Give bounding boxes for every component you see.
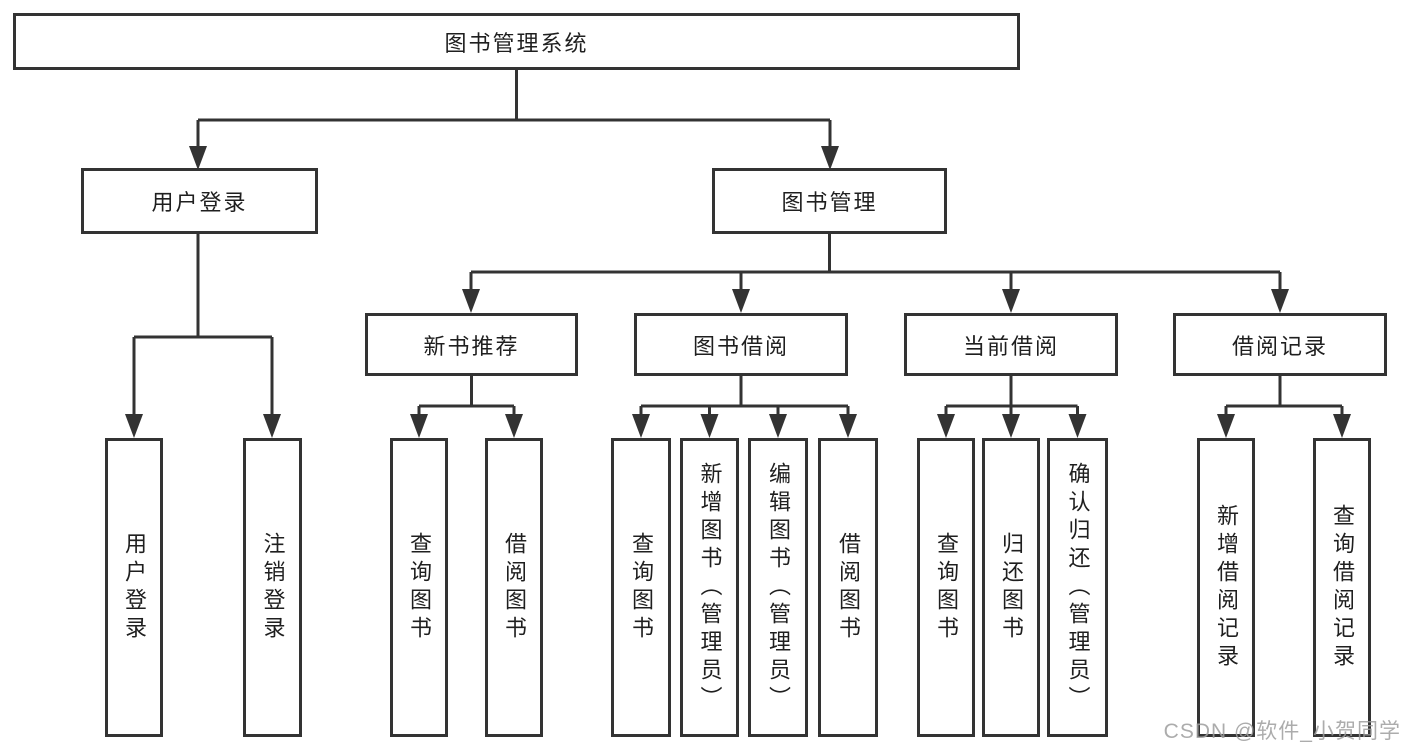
node-new-book-recommendation: 新书推荐 [365, 313, 578, 376]
leaf-label: 查询图书 [934, 531, 959, 644]
node-label: 用户登录 [151, 190, 248, 215]
leaf-label: 借阅图书 [502, 531, 527, 644]
leaf-user-login: 用户登录 [105, 438, 163, 737]
leaf-add-book-admin: 新增图书（管理员） [680, 438, 739, 737]
leaf-label: 归还图书 [999, 531, 1024, 644]
node-label: 新书推荐 [423, 333, 520, 359]
node-current-borrowing: 当前借阅 [904, 313, 1118, 376]
leaf-edit-book-admin: 编辑图书（管理员） [748, 438, 808, 737]
leaf-label: 查询图书 [629, 531, 654, 644]
leaf-label: 查询图书 [407, 531, 432, 644]
leaf-query-books-recommend: 查询图书 [390, 438, 448, 737]
leaf-query-books-current: 查询图书 [917, 438, 975, 737]
watermark-text: CSDN @软件_小贺同学 [1163, 720, 1401, 743]
leaf-query-books-borrowing: 查询图书 [611, 438, 671, 737]
node-book-management: 图书管理 [712, 168, 947, 234]
leaf-logout-login: 注销登录 [243, 438, 302, 737]
leaf-label: 新增图书（管理员） [697, 461, 723, 714]
leaf-label: 确认归还（管理员） [1065, 461, 1091, 714]
leaf-confirm-return-admin: 确认归还（管理员） [1047, 438, 1108, 737]
leaf-return-book: 归还图书 [982, 438, 1040, 737]
leaf-borrow-books-recommend: 借阅图书 [485, 438, 543, 737]
node-label: 借阅记录 [1231, 333, 1328, 359]
leaf-label: 编辑图书（管理员） [766, 461, 791, 714]
leaf-borrow-books-borrowing: 借阅图书 [818, 438, 878, 737]
node-label: 图书管理 [781, 190, 878, 215]
node-book-borrowing: 图书借阅 [634, 313, 848, 376]
node-library-system: 图书管理系统 [13, 13, 1020, 70]
node-label: 图书管理系统 [444, 30, 589, 56]
leaf-label: 查询借阅记录 [1330, 503, 1355, 672]
leaf-label: 借阅图书 [836, 531, 861, 644]
node-user-login: 用户登录 [81, 168, 318, 234]
leaf-add-borrow-record: 新增借阅记录 [1197, 438, 1255, 737]
leaf-label: 新增借阅记录 [1214, 503, 1239, 672]
leaf-query-borrow-record: 查询借阅记录 [1313, 438, 1371, 737]
leaf-label: 注销登录 [260, 531, 286, 644]
node-borrowing-records: 借阅记录 [1173, 313, 1387, 376]
leaf-label: 用户登录 [122, 531, 147, 644]
node-label: 当前借阅 [962, 333, 1059, 359]
node-label: 图书借阅 [692, 333, 789, 359]
